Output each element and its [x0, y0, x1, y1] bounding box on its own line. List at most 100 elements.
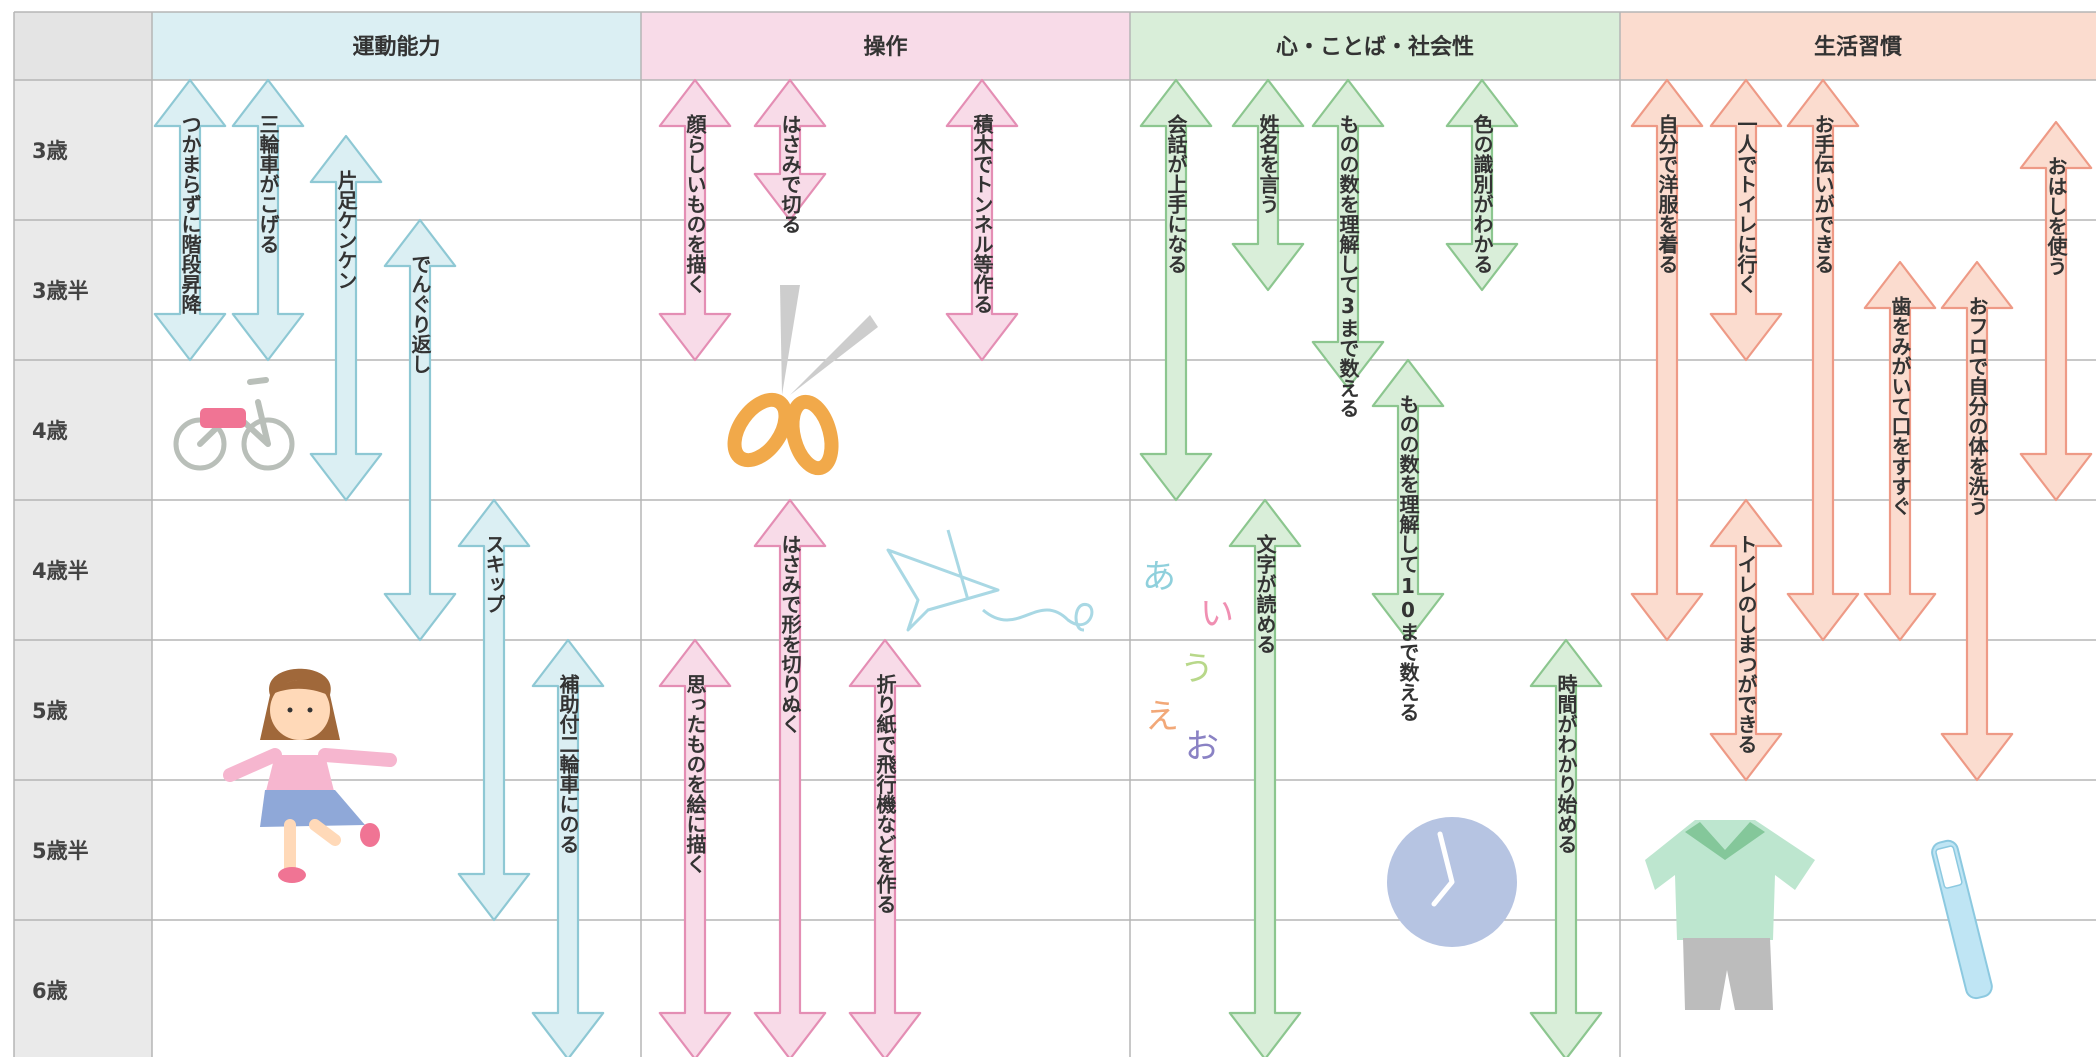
milestone-arrow-mind [1231, 78, 1305, 292]
bike-wheel-icon [241, 417, 295, 471]
milestone-label: おはしを使う [2044, 156, 2068, 276]
collar-icon [1685, 822, 1765, 860]
shirt-pants-illustration [1645, 820, 1815, 1010]
age-label: 3歳半 [32, 279, 89, 303]
age-label: 5歳半 [32, 839, 89, 863]
corner-cell [14, 12, 152, 80]
milestone-arrow-life [2019, 120, 2093, 502]
column-header-bg-motor [152, 12, 641, 80]
milestone-arrow-ops [753, 78, 827, 222]
hiragana-char: お [1185, 727, 1219, 767]
milestone-arrow-ops [848, 638, 922, 1057]
milestone-arrow-ops [945, 78, 1019, 362]
milestone-arrow-life [1863, 260, 1937, 642]
milestone-label: 顔らしいものを描く [683, 113, 707, 294]
age-column-bg [14, 12, 152, 1057]
milestone-arrow-ops [658, 78, 732, 362]
milestone-label: おフロで自分の体を洗う [1965, 296, 1989, 516]
milestone-label: 思ったものを絵に描く [683, 674, 707, 874]
milestone-arrow-motor [383, 218, 457, 642]
milestone-label: はさみで切る [778, 114, 802, 234]
pants-icon [1683, 938, 1773, 1010]
child-illustration [223, 668, 397, 883]
milestone-label: 姓名を言う [1256, 113, 1280, 214]
milestone-label: はさみで形を切りぬく [778, 534, 802, 734]
milestone-arrow-ops [658, 638, 732, 1057]
milestone-arrow-motor [153, 78, 227, 362]
toothbrush-head-icon [1935, 845, 1963, 889]
milestone-label: ものの数を理解して3まで数える [1336, 114, 1360, 418]
column-header-bg-life [1620, 12, 2096, 80]
child-eye-icon [287, 707, 293, 713]
milestone-arrow-life [1940, 260, 2014, 782]
milestone-label: 歯をみがいて口をすすぐ [1888, 295, 1912, 516]
milestone-label: 時間がわかり始める [1554, 673, 1578, 854]
scissors-illustration [727, 285, 878, 476]
balance-bike-illustration [173, 377, 295, 471]
scissors-blade-icon [790, 315, 878, 395]
milestone-label: お手伝いができる [1811, 114, 1835, 274]
child-skirt-icon [260, 790, 365, 827]
milestone-label: 補助付二輪車にのる [556, 674, 580, 854]
milestone-label: 片足ケンケン [334, 170, 358, 290]
column-header-bg-ops [641, 12, 1130, 80]
scissors-handle-icon [727, 392, 793, 468]
milestone-arrow-mind [1139, 78, 1213, 502]
scissors-handle-icon [785, 394, 839, 476]
milestone-arrow-life [1630, 78, 1704, 642]
milestone-arrow-motor [457, 498, 531, 922]
milestone-label: 一人でトイレに行く [1734, 114, 1758, 294]
milestone-label: 積木でトンネル等作る [970, 114, 994, 314]
clock-hands-icon [1431, 831, 1455, 907]
milestone-arrow-life [1709, 78, 1783, 362]
airplane-icon [886, 529, 1000, 632]
milestone-label: トイレのしまつができる [1734, 534, 1758, 754]
shirt-icon [1645, 820, 1815, 940]
labels-layer: 運動能力操作心・ことば・社会性生活習慣3歳3歳半4歳4歳半5歳5歳半6歳つかまら… [32, 34, 2068, 1003]
column-header-mind: 心・ことば・社会性 [1276, 34, 1474, 60]
milestone-label: ものの数を理解して10まで数える [1396, 394, 1420, 722]
milestone-arrow-mind [1371, 358, 1445, 642]
milestone-label: 文字が読める [1253, 533, 1277, 654]
hiragana-char: え [1145, 697, 1179, 737]
milestone-arrow-mind [1311, 78, 1385, 390]
paper-airplane-illustration [886, 529, 1094, 632]
milestone-arrow-motor [531, 638, 605, 1057]
column-header-bg-mind [1130, 12, 1620, 80]
age-label: 3歳 [32, 139, 68, 163]
child-eye-icon [307, 707, 313, 713]
age-label: 4歳半 [32, 559, 89, 583]
milestone-label: 会話が上手になる [1164, 113, 1188, 274]
milestone-label: 自分で洋服を着る [1655, 113, 1679, 274]
milestone-arrow-motor [309, 134, 383, 502]
milestone-arrow-mind [1228, 498, 1302, 1057]
milestone-arrow-life [1786, 78, 1860, 642]
age-label: 6歳 [32, 979, 68, 1003]
milestone-label: 色の識別がわかる [1470, 113, 1494, 274]
milestone-arrows-layer [153, 78, 2093, 1057]
age-label: 5歳 [32, 699, 68, 723]
airplane-trail-icon [982, 603, 1094, 632]
child-leg-icon [284, 819, 341, 876]
milestone-arrow-life [1709, 498, 1783, 782]
clock-illustration [1387, 817, 1517, 947]
child-shoe-icon [360, 823, 380, 847]
column-header-motor: 運動能力 [352, 34, 440, 60]
scissors-blade-icon [780, 285, 800, 395]
milestone-label: スキップ [482, 534, 506, 614]
milestone-label: つかまらずに階段昇降 [178, 114, 202, 315]
child-face-icon [270, 680, 330, 740]
column-header-life: 生活習慣 [1814, 34, 1902, 60]
milestone-arrow-motor [231, 78, 305, 362]
toothbrush-illustration [1931, 839, 1993, 1000]
hiragana-char: あ [1142, 557, 1176, 597]
age-label: 4歳 [32, 419, 68, 443]
hiragana-char: い [1200, 594, 1234, 634]
child-shirt-icon [265, 755, 335, 795]
child-shoe-icon [278, 867, 306, 883]
milestone-arrow-mind [1445, 78, 1519, 292]
hiragana-char: う [1180, 649, 1214, 689]
milestone-label: でんぐり返し [408, 254, 432, 374]
